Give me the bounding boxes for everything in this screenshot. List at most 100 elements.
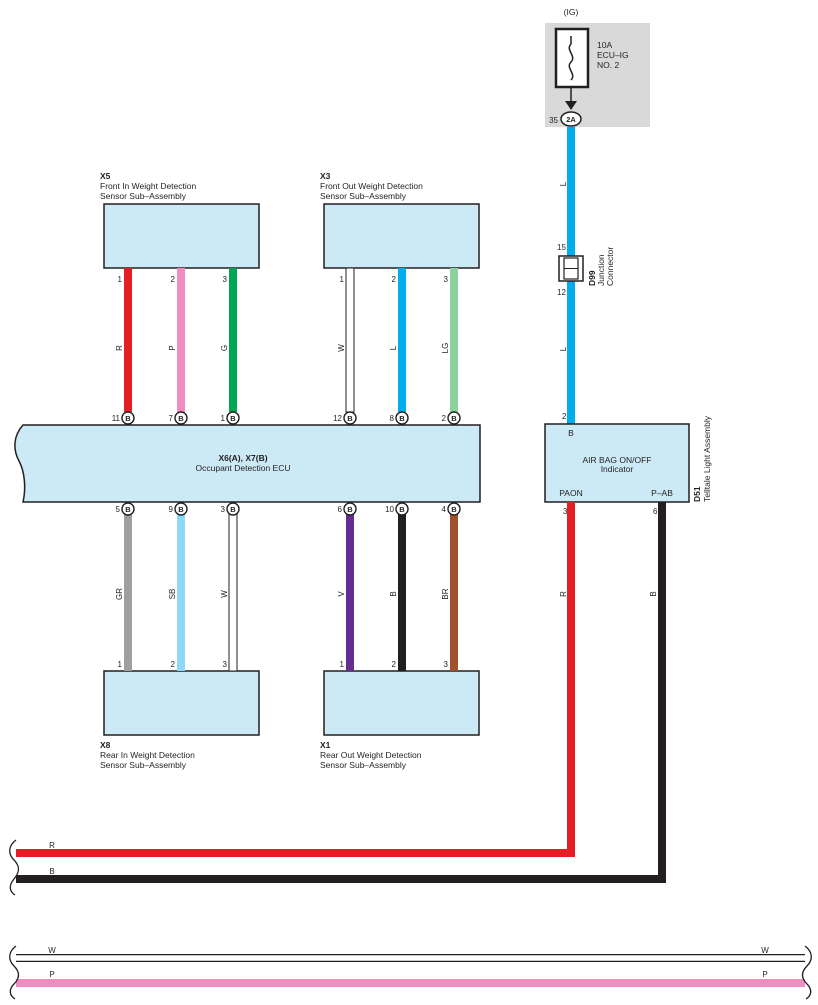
lower-wire-color-2: W	[220, 590, 229, 598]
upper-connector-code-2: B	[230, 414, 236, 423]
lower-sensor-pin-4: 2	[392, 660, 397, 669]
bus-label-r: R	[49, 841, 55, 850]
fuse-name-line2: NO. 2	[597, 60, 619, 70]
lower-connector-circle-2	[226, 502, 240, 516]
lower-ecu-pin-4: 10	[385, 505, 394, 514]
upper-wire-color-4: L	[389, 345, 398, 350]
ecu-name: Occupant Detection ECU	[196, 463, 291, 473]
break-left-upper	[9, 839, 20, 896]
upper-connector-circle-0	[121, 411, 135, 425]
upper-connector-circle-5	[447, 411, 461, 425]
telltale-input-connector: B	[568, 428, 574, 438]
bus-label-p-left: P	[49, 970, 54, 979]
lower-connector-circle-3	[343, 502, 357, 516]
lower-connector-code-0: B	[125, 505, 131, 514]
telltale-left-wire-color: R	[559, 591, 568, 597]
upper-wire-1	[177, 268, 185, 412]
lower-connector-circle-5	[447, 502, 461, 516]
upper-connector-code-1: B	[178, 414, 184, 423]
lower-sensor-pin-1: 2	[171, 660, 176, 669]
junction-pin-bottom: 12	[557, 288, 566, 297]
upper-wire-0	[124, 268, 132, 412]
lower-wire-3	[346, 514, 354, 671]
upper-connector-code-4: B	[399, 414, 405, 423]
upper-wire-4	[398, 268, 406, 412]
junction-pin-top: 15	[557, 243, 566, 252]
lower-wire-2	[228, 513, 238, 672]
lower-wire-0	[124, 514, 132, 671]
upper-ecu-pin-5: 2	[442, 414, 447, 423]
bus-label-w-right: W	[761, 946, 769, 955]
sensor-x3-line1: Front Out Weight Detection	[320, 181, 423, 191]
sensor-x5-line2: Sensor Sub–Assembly	[100, 191, 187, 201]
wire-r-return	[16, 502, 575, 857]
lower-wire-5	[450, 514, 458, 671]
upper-sensor-pin-3: 1	[340, 275, 345, 284]
bus-label-b: B	[49, 867, 54, 876]
fuse-rating: 10A	[597, 40, 612, 50]
bus-label-w-left: W	[48, 946, 56, 955]
sensor-x8-line2: Sensor Sub–Assembly	[100, 760, 187, 770]
upper-ecu-pin-2: 1	[221, 414, 226, 423]
sensor-box-x1	[323, 670, 480, 736]
junction-name-line1: Junction	[596, 254, 606, 286]
wire-color-top-1: L	[559, 181, 568, 186]
upper-wire-color-2: G	[220, 345, 229, 351]
telltale-terminal-right: P–AB	[651, 488, 673, 498]
sensor-x1-line1: Rear Out Weight Detection	[320, 750, 422, 760]
lower-sensor-pin-2: 3	[223, 660, 228, 669]
upper-sensor-pin-5: 3	[444, 275, 449, 284]
upper-connector-circle-4	[395, 411, 409, 425]
sensor-box-x5	[103, 203, 260, 269]
sensor-x5-id: X5	[100, 171, 111, 181]
lower-ecu-pin-0: 5	[116, 505, 121, 514]
lower-ecu-pin-2: 3	[221, 505, 226, 514]
upper-connector-circle-1	[174, 411, 188, 425]
wire-b-return	[16, 502, 666, 883]
break-left-lower	[9, 945, 20, 1000]
sensor-x8-id: X8	[100, 740, 111, 750]
lower-connector-circle-1	[174, 502, 188, 516]
sensor-box-x8	[103, 670, 260, 736]
lower-wire-color-4: B	[389, 591, 398, 596]
sensor-x3-line2: Sensor Sub–Assembly	[320, 191, 407, 201]
lower-connector-code-5: B	[451, 505, 457, 514]
lower-connector-code-2: B	[230, 505, 236, 514]
upper-connector-code-0: B	[125, 414, 131, 423]
fuse-connector-pin: 35	[549, 116, 558, 125]
fuse-connector-code: 2A	[566, 115, 576, 124]
lower-ecu-pin-5: 4	[442, 505, 447, 514]
lower-ecu-pin-1: 9	[169, 505, 174, 514]
break-right-lower	[801, 945, 812, 1000]
telltale-name: Telltale Light Assembly	[702, 415, 712, 502]
lower-wire-color-0: GR	[115, 588, 124, 600]
telltale-input-pin: 2	[562, 412, 567, 421]
fuse-icon	[568, 36, 574, 81]
upper-wire-color-5: LG	[441, 343, 450, 354]
upper-wire-color-0: R	[115, 345, 124, 351]
lower-connector-code-3: B	[347, 505, 353, 514]
upper-sensor-pin-4: 2	[392, 275, 397, 284]
junction-name-line2: Connector	[605, 247, 615, 286]
telltale-title-line1: AIR BAG ON/OFF	[583, 455, 652, 465]
telltale-title-line2: Indicator	[601, 464, 634, 474]
sensor-x8-line1: Rear In Weight Detection	[100, 750, 195, 760]
lower-wire-1	[177, 514, 185, 671]
upper-ecu-pin-4: 8	[390, 414, 395, 423]
upper-sensor-pin-2: 3	[223, 275, 228, 284]
upper-wire-3	[345, 267, 355, 413]
upper-wire-color-3: W	[337, 344, 346, 352]
ecu-connector-ids: X6(A), X7(B)	[218, 453, 267, 463]
sensor-x3-id: X3	[320, 171, 331, 181]
upper-sensor-pin-0: 1	[118, 275, 123, 284]
lower-wire-color-1: SB	[168, 589, 177, 600]
upper-ecu-pin-1: 7	[169, 414, 174, 423]
upper-connector-circle-2	[226, 411, 240, 425]
upper-wire-color-1: P	[168, 345, 177, 350]
fuse-connector-oval	[560, 111, 582, 127]
lower-wire-4	[398, 514, 406, 671]
